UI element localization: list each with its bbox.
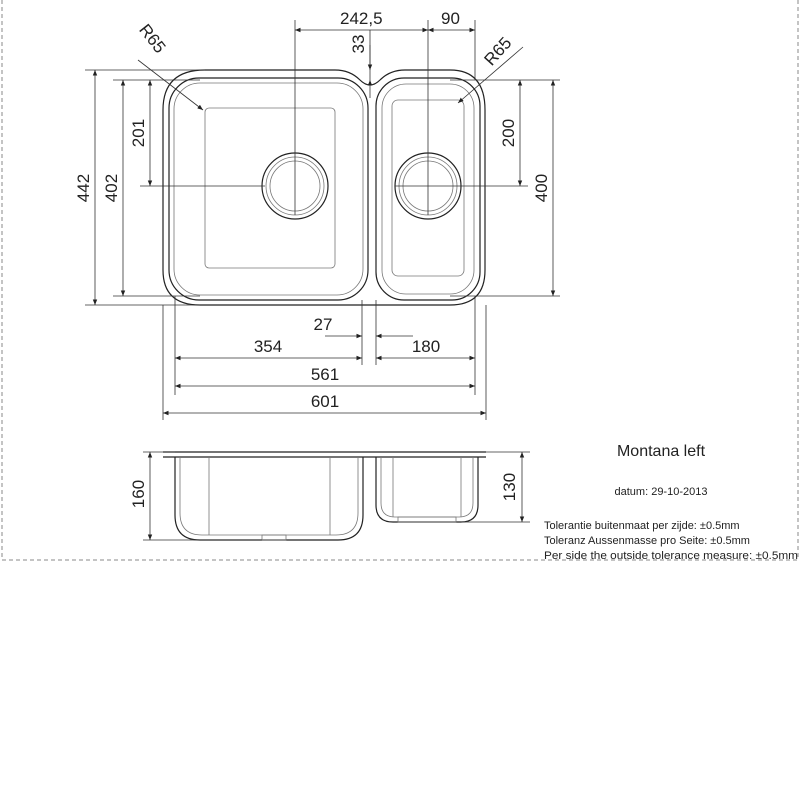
tolerance-line-de: Toleranz Aussenmasse pro Seite: ±0.5mm: [544, 535, 750, 547]
side-view-dimension-lines: [143, 451, 530, 541]
dim-inner-depth-right: 400: [532, 174, 551, 202]
dim-overall-width: 601: [311, 392, 339, 411]
dim-inner-total-width: 561: [311, 365, 339, 384]
dimension-lines: [92, 27, 556, 416]
extension-lines: [85, 20, 560, 420]
dim-left-bowl-height: 160: [129, 480, 148, 508]
product-title: Montana left: [617, 443, 706, 460]
dim-drain-offset: 242,5: [340, 9, 383, 28]
dim-right-bowl-height: 130: [500, 473, 519, 501]
dim-radius-right: R65: [480, 33, 515, 69]
dim-inner-depth-left: 402: [102, 174, 121, 202]
dim-bridge-width: 27: [314, 315, 333, 334]
dim-left-half-depth: 201: [129, 119, 148, 147]
dim-small-drain-offset: 90: [441, 9, 460, 28]
side-view-sink-profile: [163, 451, 486, 541]
dim-left-bowl-width: 354: [254, 337, 282, 356]
dim-bowl-gap-top: 33: [349, 35, 368, 54]
tolerance-line-en: Per side the outside tolerance measure: …: [544, 550, 798, 562]
drawing-frame: [1, 0, 799, 561]
tolerance-line-nl: Tolerantie buitenmaat per zijde: ±0.5mm: [544, 520, 740, 532]
drawing-date: datum: 29-10-2013: [615, 486, 708, 498]
dim-overall-depth: 442: [74, 174, 93, 202]
dim-right-half-depth: 200: [499, 119, 518, 147]
dim-right-bowl-width: 180: [412, 337, 440, 356]
dim-radius-left: R65: [135, 20, 169, 56]
